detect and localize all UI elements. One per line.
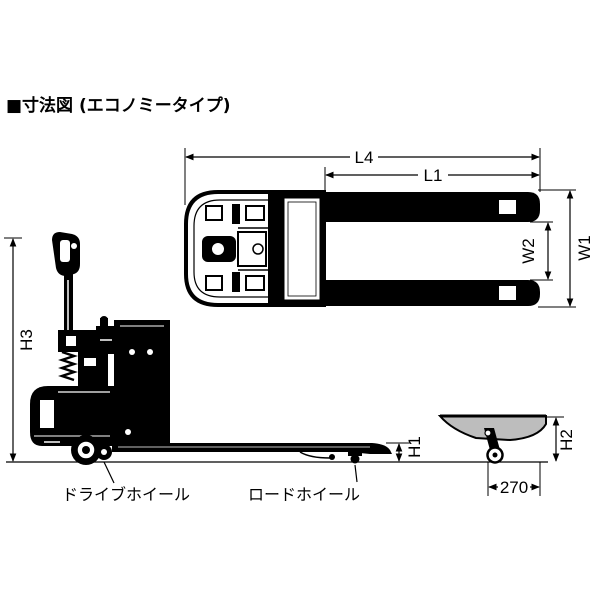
dimension-270: 270 [487,462,541,497]
diagram-title: ■寸法図 (エコノミータイプ) [6,95,231,116]
callout-drive-wheel: ドライブホイール [62,485,190,504]
callout-load-wheel: ロードホイール [248,485,360,504]
dimension-l1: L1 [325,166,540,185]
drive-housing [30,386,116,446]
label-w1: W1 [575,235,594,261]
drive-wheel [71,435,112,465]
label-h1: H1 [405,436,424,458]
label-h3: H3 [17,329,36,351]
dimension-h3: H3 [4,237,36,462]
label-w2: W2 [519,238,538,264]
label-l4: L4 [355,148,374,167]
side-view: H3 [4,232,548,504]
dimension-h1: H1 [386,436,424,462]
label-270: 270 [500,478,528,497]
handle [52,232,80,334]
drive-wheel-leader [103,461,115,484]
top-view: L4 L1 W1 W2 [184,148,594,308]
label-h2: H2 [557,429,576,451]
fork-side [112,443,392,459]
dimension-w2: W2 [519,222,552,280]
forks-top [325,192,540,306]
label-l1: L1 [424,166,443,185]
dimension-l4: L4 [185,148,540,167]
load-wheel [329,450,362,464]
load-wheel-leader [354,464,358,483]
spring-assembly [58,316,114,386]
dimension-h2: H2 [546,416,576,462]
dimension-w1: W1 [566,190,594,307]
truck-body-top [184,190,326,307]
fork-tip-detail: H2 270 [437,414,576,497]
truck-body-side [114,320,170,446]
